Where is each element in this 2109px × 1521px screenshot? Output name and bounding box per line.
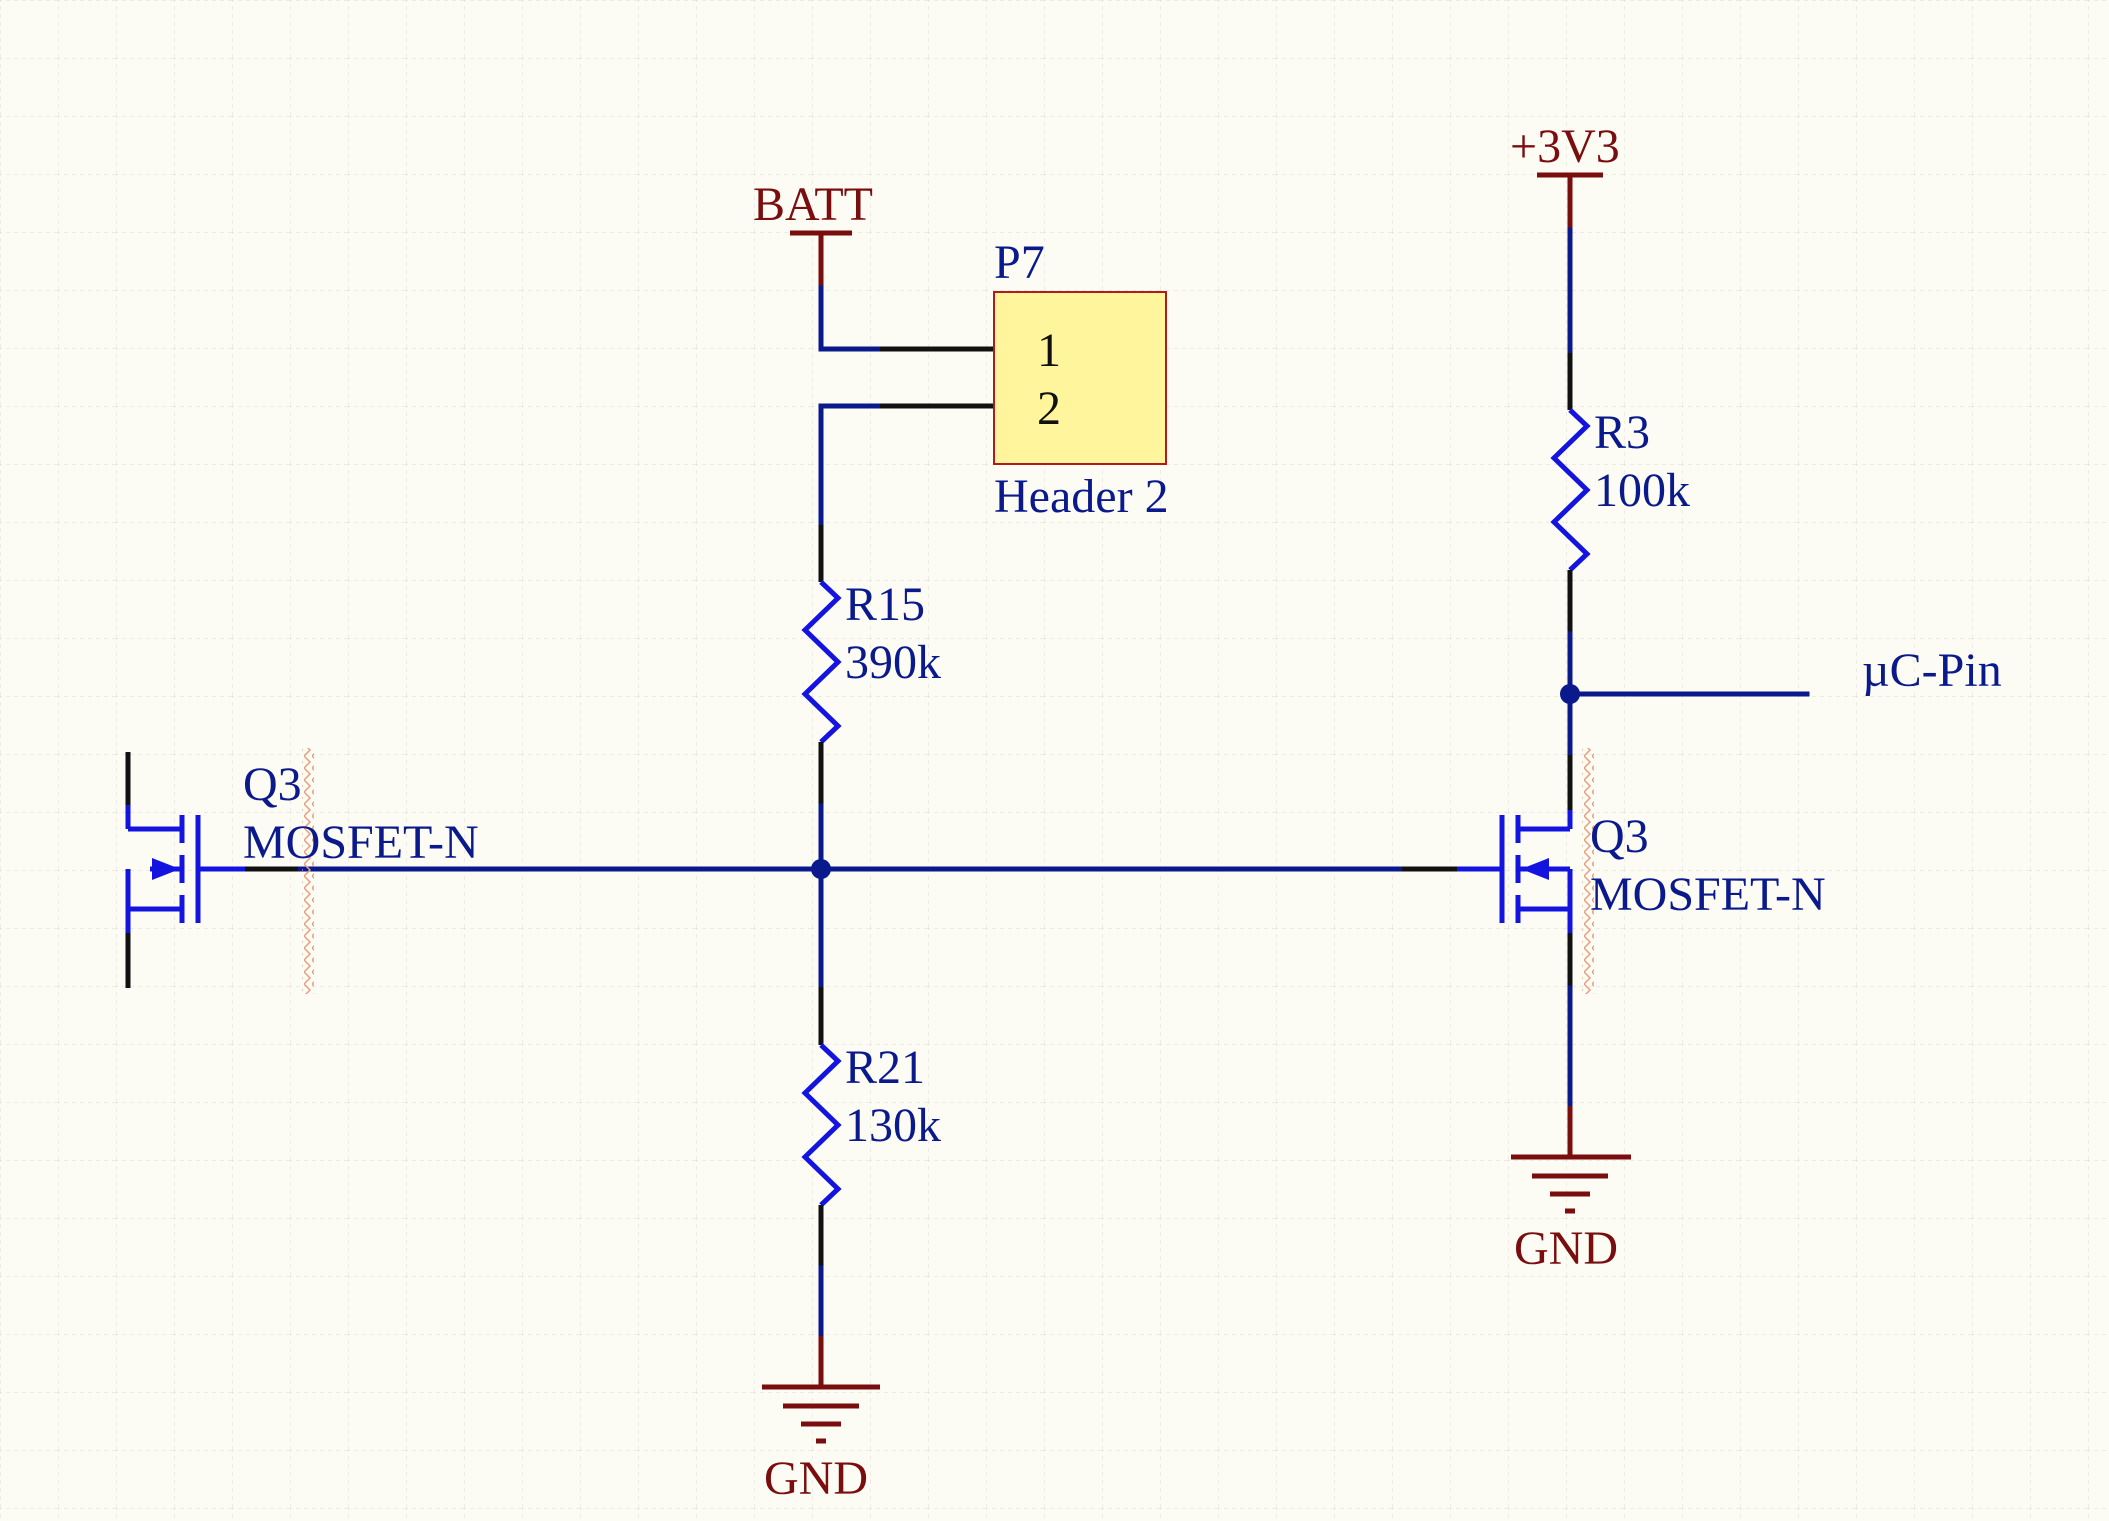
wire-batt-to-pin1[interactable] bbox=[818, 285, 883, 352]
q3-right-hatch bbox=[1582, 748, 1594, 994]
q3-left-designator: Q3 bbox=[243, 758, 302, 811]
v33-power-port[interactable]: +3V3 bbox=[1510, 120, 1620, 230]
r21-value: 130k bbox=[845, 1099, 941, 1152]
gnd-right-label: GND bbox=[1514, 1222, 1618, 1275]
header-p7[interactable]: 1 2 P7 Header 2 bbox=[880, 236, 1169, 523]
r3-designator: R3 bbox=[1594, 406, 1650, 459]
junction-gate-node bbox=[811, 859, 831, 879]
wire-pin2-to-r15[interactable] bbox=[818, 403, 883, 528]
q3-right-comment: MOSFET-N bbox=[1590, 868, 1826, 921]
r3-value: 100k bbox=[1594, 464, 1690, 517]
header-pin1-number: 1 bbox=[1037, 324, 1061, 377]
mosfet-q3-left[interactable]: Q3 MOSFET-N bbox=[125, 748, 479, 994]
uc-pin-net-label: µC-Pin bbox=[1862, 644, 2002, 697]
gnd-left-power-port[interactable]: GND bbox=[762, 1336, 880, 1505]
resistor-r21[interactable]: R21 130k bbox=[801, 987, 941, 1268]
header-designator: P7 bbox=[994, 236, 1045, 289]
gnd-right-power-port[interactable]: GND bbox=[1511, 1106, 1631, 1275]
r15-designator: R15 bbox=[845, 578, 925, 631]
header-body bbox=[993, 291, 1167, 465]
resistor-r15[interactable]: R15 390k bbox=[801, 525, 941, 806]
q3-left-comment: MOSFET-N bbox=[243, 816, 479, 869]
v33-label: +3V3 bbox=[1510, 120, 1620, 173]
batt-label: BATT bbox=[753, 178, 873, 231]
resistor-r3[interactable]: R3 100k bbox=[1550, 353, 1690, 634]
mosfet-q3-right[interactable]: Q3 MOSFET-N bbox=[1402, 748, 1826, 994]
r21-designator: R21 bbox=[845, 1041, 925, 1094]
header-pin2-number: 2 bbox=[1037, 382, 1061, 435]
q3-right-designator: Q3 bbox=[1590, 810, 1649, 863]
header-comment: Header 2 bbox=[994, 470, 1169, 523]
r15-value: 390k bbox=[845, 636, 941, 689]
q3-left-hatch bbox=[302, 748, 314, 994]
gnd-left-label: GND bbox=[764, 1452, 868, 1505]
batt-power-port[interactable]: BATT bbox=[753, 178, 873, 288]
